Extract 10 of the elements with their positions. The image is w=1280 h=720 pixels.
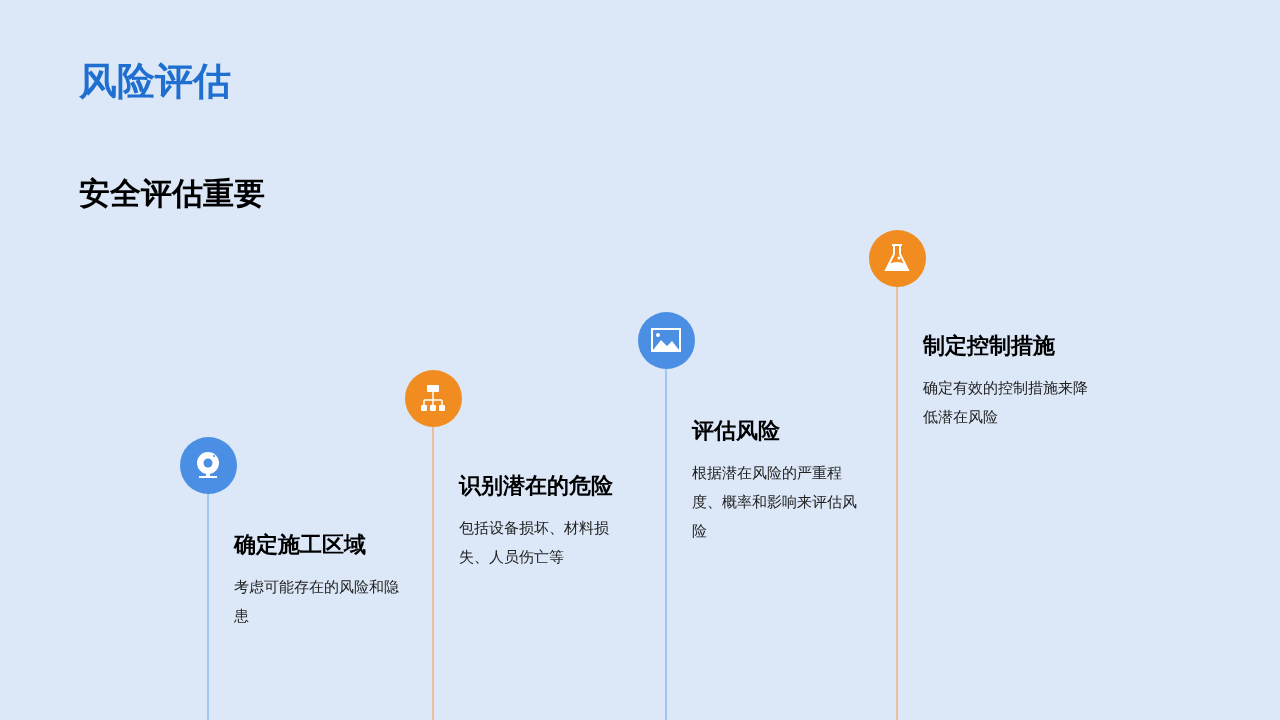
step-heading: 制定控制措施 — [923, 332, 1056, 360]
step-description: 考虑可能存在的风险和隐患 — [234, 577, 399, 627]
step-heading: 识别潜在的危险 — [459, 472, 614, 500]
step-description: 确定有效的控制措施来降低潜在风险 — [923, 378, 1088, 428]
step-description: 包括设备损坏、材料损失、人员伤亡等 — [459, 518, 610, 568]
step-heading: 评估风险 — [692, 417, 781, 445]
title: 风险评估 — [79, 58, 231, 105]
step-heading: 确定施工区域 — [234, 531, 367, 559]
step-description: 根据潜在风险的严重程度、概率和影响来评估风险 — [692, 463, 857, 542]
subtitle: 安全评估重要 — [79, 174, 265, 213]
